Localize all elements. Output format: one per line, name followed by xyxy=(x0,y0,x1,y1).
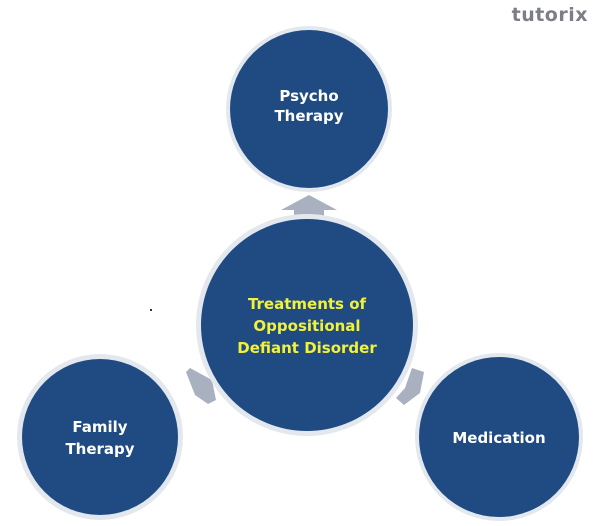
tutorix-logo: tutorix xyxy=(511,4,588,26)
center-label-line: Defiant Disorder xyxy=(237,339,377,357)
node-label-line: Medication xyxy=(452,429,545,447)
center-label-line: Oppositional xyxy=(253,317,360,335)
node-label-line: Therapy xyxy=(274,107,343,125)
node-psycho-therapy: Psycho Therapy xyxy=(226,26,392,192)
arrow-up-icon xyxy=(281,195,337,221)
node-label-line: Psycho xyxy=(279,87,338,105)
node-label-line: Therapy xyxy=(65,440,134,458)
arrow-down-right-icon xyxy=(396,368,424,405)
stray-dot xyxy=(150,309,152,311)
node-medication: Medication xyxy=(415,353,583,521)
arrow-down-left-icon xyxy=(186,368,216,404)
node-family-therapy: Family Therapy xyxy=(17,354,183,520)
center-label-line: Treatments of xyxy=(248,295,367,313)
node-center-topic: Treatments of Oppositional Defiant Disor… xyxy=(196,214,418,436)
node-label-line: Family xyxy=(72,418,127,436)
